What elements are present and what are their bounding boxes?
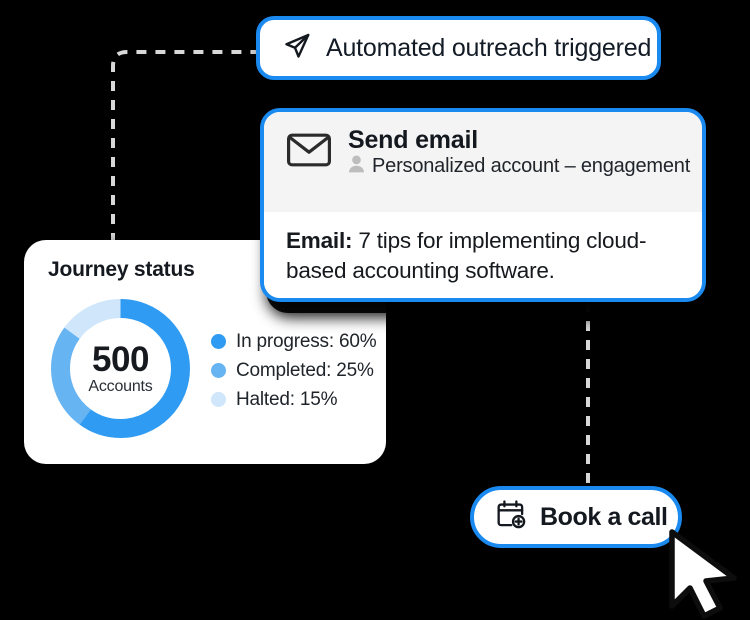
journey-status-content: 500 Accounts In progress: 60% Completed:… xyxy=(48,296,377,441)
paper-plane-icon xyxy=(282,31,312,66)
send-email-body: Email: 7 tips for implementing cloud-bas… xyxy=(264,212,702,298)
legend-label-halted: Halted: 15% xyxy=(236,388,338,410)
book-a-call-label: Book a call xyxy=(540,502,668,531)
email-body-text: 7 tips for implementing cloud-based acco… xyxy=(286,228,647,283)
legend-label-completed: Completed: 25% xyxy=(236,359,374,381)
automated-outreach-pill[interactable]: Automated outreach triggered xyxy=(256,16,661,80)
legend-dot-completed xyxy=(211,363,226,378)
book-a-call-button[interactable]: Book a call xyxy=(470,486,682,548)
journey-legend: In progress: 60% Completed: 25% Halted: … xyxy=(211,327,377,411)
send-email-card[interactable]: Send email Personalized account – engage… xyxy=(260,108,706,302)
send-email-header: Send email Personalized account – engage… xyxy=(264,112,702,212)
connector-journey-to-outreach xyxy=(111,50,258,262)
journey-status-card[interactable]: Journey status 500 Accounts xyxy=(24,240,386,464)
donut-segment-completed xyxy=(51,299,190,438)
legend-item-halted: Halted: 15% xyxy=(211,389,376,411)
send-email-subtitle: Personalized account – engagement xyxy=(372,155,691,177)
legend-item-completed: Completed: 25% xyxy=(211,360,376,382)
journey-donut-chart: 500 Accounts xyxy=(48,296,193,441)
donut-svg xyxy=(51,299,190,438)
legend-dot-in-progress xyxy=(211,334,226,349)
journey-status-title: Journey status xyxy=(48,258,195,281)
send-email-title: Send email xyxy=(348,126,478,154)
envelope-icon xyxy=(286,132,332,173)
legend-label-in-progress: In progress: 60% xyxy=(236,330,377,352)
mouse-pointer-icon xyxy=(669,529,737,619)
legend-dot-halted xyxy=(211,392,226,407)
donut-segment-halted xyxy=(51,299,190,438)
send-email-subtitle-row: Personalized account – engagement xyxy=(348,155,690,178)
email-body-lead: Email: xyxy=(286,228,353,253)
legend-item-in-progress: In progress: 60% xyxy=(211,330,377,353)
person-icon xyxy=(348,155,365,178)
calendar-plus-icon xyxy=(496,499,527,535)
automated-outreach-label: Automated outreach triggered xyxy=(326,33,652,62)
